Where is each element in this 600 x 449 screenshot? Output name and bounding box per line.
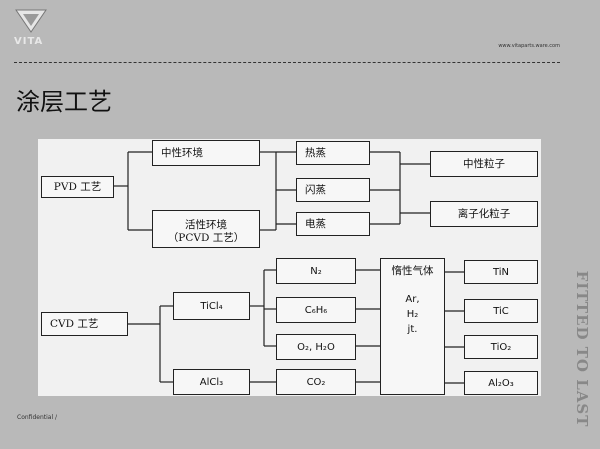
o2-h2o-box: O₂, H₂O bbox=[276, 334, 356, 360]
cvd-process-box: CVD 工艺 bbox=[41, 312, 128, 336]
vita-logo bbox=[14, 8, 48, 34]
tio2-box: TiO₂ bbox=[464, 335, 538, 359]
n2-box: N₂ bbox=[276, 258, 356, 284]
alcl3-box: AlCl₃ bbox=[173, 369, 250, 395]
inert-gas-etc: jt. bbox=[407, 324, 418, 335]
flash-evaporation-box: 闪蒸 bbox=[296, 178, 370, 202]
tic-box: TiC bbox=[464, 299, 538, 323]
brand-name: VITA bbox=[14, 36, 44, 47]
inert-gas-h2: H₂ bbox=[406, 309, 419, 320]
side-stamp: FITTED TO LAST bbox=[570, 262, 594, 436]
pvd-process-box: PVD 工艺 bbox=[41, 176, 114, 198]
electric-evaporation-box: 电蒸 bbox=[296, 212, 370, 236]
inert-gas-label: 惰性气体 bbox=[391, 265, 434, 277]
inert-gas-components: Ar, H₂ jt. bbox=[405, 292, 419, 337]
ticl4-box: TiCl₄ bbox=[173, 292, 250, 320]
neutral-environment-box: 中性环境 bbox=[152, 140, 260, 166]
confidential-note: Confidential / bbox=[17, 414, 58, 421]
inert-gas-ar: Ar, bbox=[405, 294, 420, 305]
header-divider bbox=[14, 62, 560, 63]
side-stamp-text: FITTED TO LAST bbox=[573, 270, 591, 428]
neutral-particle-box: 中性粒子 bbox=[430, 151, 538, 177]
tin-box: TiN bbox=[464, 260, 538, 284]
co2-box: CO₂ bbox=[276, 369, 356, 395]
inert-gas-box: 惰性气体 Ar, H₂ jt. bbox=[380, 258, 445, 395]
site-url: www.vitaparts.ware.com bbox=[498, 43, 560, 49]
c6h6-box: C₆H₆ bbox=[276, 297, 356, 323]
active-environment-label: 活性环境 bbox=[185, 218, 227, 231]
active-environment-box: 活性环境 （PCVD 工艺） bbox=[152, 210, 260, 248]
al2o3-box: Al₂O₃ bbox=[464, 371, 538, 395]
pcvd-process-label: （PCVD 工艺） bbox=[167, 231, 245, 244]
ionized-particle-box: 离子化粒子 bbox=[430, 201, 538, 227]
page-title: 涂层工艺 bbox=[16, 88, 112, 116]
hot-evaporation-box: 热蒸 bbox=[296, 141, 370, 165]
